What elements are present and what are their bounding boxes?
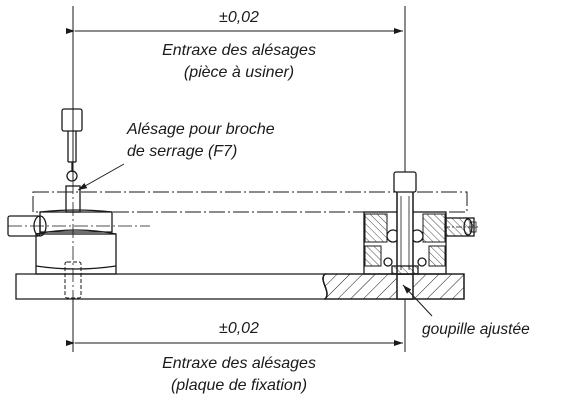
top-dimension-line bbox=[66, 6, 406, 180]
workpiece-plate bbox=[32, 191, 468, 213]
bottom-caption-line1: Entraxe des alésages bbox=[162, 355, 316, 372]
pin-callout-label: goupille ajustée bbox=[422, 321, 530, 338]
bottom-dimension-line bbox=[66, 298, 406, 352]
left-clamping-module bbox=[7, 185, 117, 275]
bottom-caption-line2: (plaque de fixation) bbox=[171, 377, 307, 394]
left-probe bbox=[61, 108, 83, 182]
top-caption-line1: Entraxe des alésages bbox=[162, 42, 316, 59]
top-tolerance-label: ±0,02 bbox=[219, 9, 259, 26]
bore-callout-line1: Alésage pour broche bbox=[126, 121, 275, 138]
pin-callout-leader bbox=[402, 284, 433, 317]
bore-callout-leader bbox=[77, 163, 125, 191]
right-probe bbox=[393, 171, 417, 193]
bottom-tolerance-label: ±0,02 bbox=[219, 320, 259, 337]
bore-callout-line2: de serrage (F7) bbox=[127, 143, 237, 160]
top-caption-line2: (pièce à usiner) bbox=[184, 64, 294, 81]
right-clamping-module bbox=[363, 189, 480, 275]
